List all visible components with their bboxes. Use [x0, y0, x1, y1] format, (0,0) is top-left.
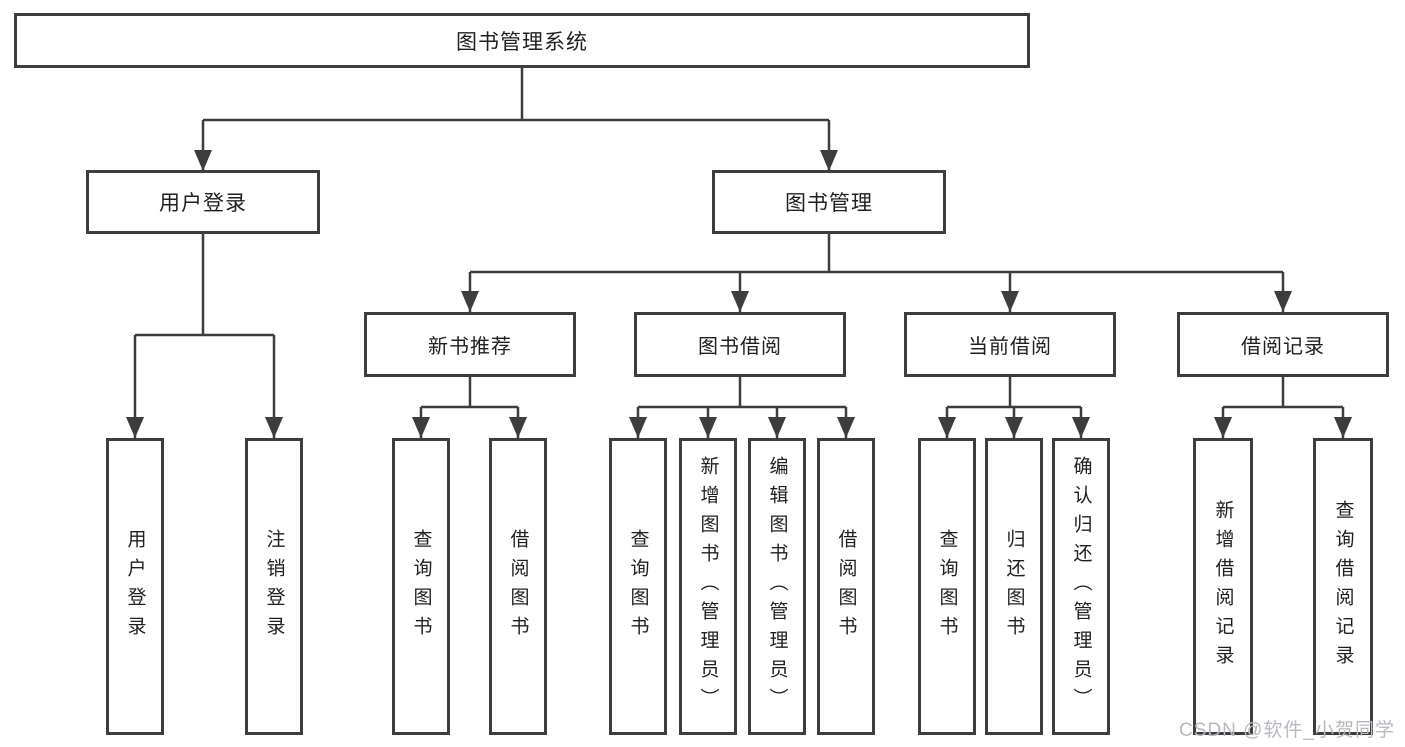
- leaf-logout: 注销登录: [245, 438, 303, 735]
- arrowheads: [126, 150, 1352, 438]
- leaf-return-books: 归还图书: [985, 438, 1043, 735]
- leaf-borrow-books-borrow: 借阅图书: [817, 438, 875, 735]
- node-current-borrow: 当前借阅: [904, 312, 1116, 377]
- leaf-add-books-admin: 新增图书（管理员）: [679, 438, 737, 735]
- leaf-user-login: 用户登录: [106, 438, 164, 735]
- node-borrow-records: 借阅记录: [1177, 312, 1389, 377]
- leaf-query-books-recommend: 查询图书: [392, 438, 450, 735]
- node-user-login: 用户登录: [86, 170, 320, 234]
- leaf-add-borrow-record: 新增借阅记录: [1193, 438, 1253, 735]
- leaf-query-borrow-record: 查询借阅记录: [1313, 438, 1373, 735]
- node-library-system: 图书管理系统: [14, 13, 1030, 68]
- leaf-edit-books-admin: 编辑图书（管理员）: [748, 438, 806, 735]
- node-book-borrow: 图书借阅: [634, 312, 846, 377]
- leaf-query-books-current: 查询图书: [918, 438, 976, 735]
- leaf-confirm-return-admin: 确认归还（管理员）: [1052, 438, 1110, 735]
- leaf-borrow-books-recommend: 借阅图书: [489, 438, 547, 735]
- node-book-management: 图书管理: [712, 170, 946, 234]
- csdn-watermark: CSDN @软件_小贺同学: [1179, 720, 1395, 741]
- node-new-book-recommend: 新书推荐: [364, 312, 576, 377]
- leaf-query-books-borrow: 查询图书: [609, 438, 667, 735]
